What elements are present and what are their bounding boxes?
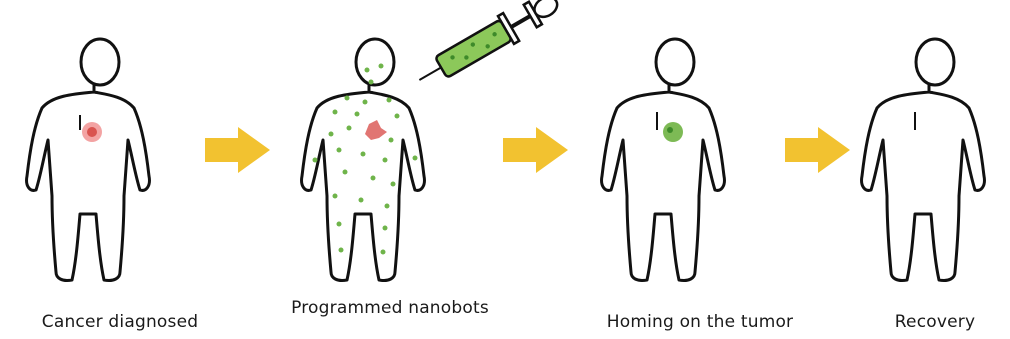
caption-homing-on-the-tumor: Homing on the tumor: [560, 312, 840, 332]
head: [916, 39, 954, 85]
head: [356, 39, 394, 85]
arrow-right-icon: [785, 127, 850, 173]
caption-programmed-nanobots: Programmed nanobots: [290, 298, 490, 318]
arrow-right-icon: [205, 127, 270, 173]
caption-recovery: Recovery: [860, 312, 1010, 332]
caption-cancer-diagnosed: Cancer diagnosed: [0, 312, 240, 332]
tumor-icon: [663, 122, 683, 142]
head: [81, 39, 119, 85]
nanobot-dot-icon: [667, 127, 673, 133]
stage-1-figure: [27, 39, 150, 281]
syringe-icon: [411, 0, 564, 94]
stage-4-figure: [862, 39, 985, 281]
tumor-core: [87, 127, 97, 137]
arrow-right-icon: [503, 127, 568, 173]
head: [656, 39, 694, 85]
stage-3-figure: [602, 39, 725, 281]
stage-2-figure: [302, 39, 425, 281]
